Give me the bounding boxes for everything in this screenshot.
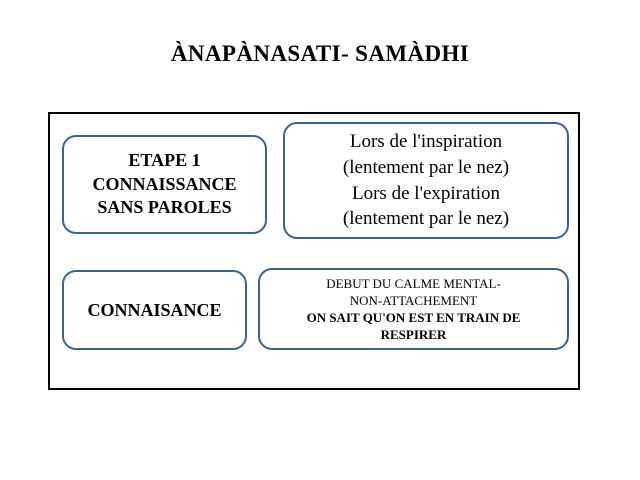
- breathing-line-3: Lors de l'expiration: [352, 182, 500, 204]
- etape-line-1: ETAPE 1: [128, 150, 201, 171]
- breathing-line-1: Lors de l'inspiration: [349, 130, 503, 152]
- etape-line-3: SANS PAROLES: [97, 197, 232, 218]
- breathing-line-4: (lentement par le nez): [342, 208, 510, 230]
- calme-mental-box: DEBUT DU CALME MENTAL- NON-ATTACHEMENT O…: [258, 268, 569, 350]
- breathing-line-2: (lentement par le nez): [342, 156, 510, 178]
- diagram-outer-frame: ETAPE 1 CONNAISSANCE SANS PAROLES Lors d…: [48, 112, 580, 390]
- calme-line-1: DEBUT DU CALME MENTAL-: [326, 275, 501, 291]
- connaisance-box: CONNAISANCE: [62, 270, 247, 350]
- etape-box: ETAPE 1 CONNAISSANCE SANS PAROLES: [62, 135, 267, 234]
- calme-line-2: NON-ATTACHEMENT: [349, 292, 478, 308]
- breathing-box: Lors de l'inspiration (lentement par le …: [283, 122, 569, 239]
- calme-line-4: RESPIRER: [380, 327, 447, 343]
- etape-line-2: CONNAISSANCE: [92, 173, 237, 194]
- page-title: ÀNAPÀNASATI- SAMÀDHI: [170, 41, 470, 67]
- connaisance-label: CONNAISANCE: [87, 299, 222, 320]
- calme-line-3: ON SAIT QU'ON EST EN TRAIN DE: [306, 310, 521, 325]
